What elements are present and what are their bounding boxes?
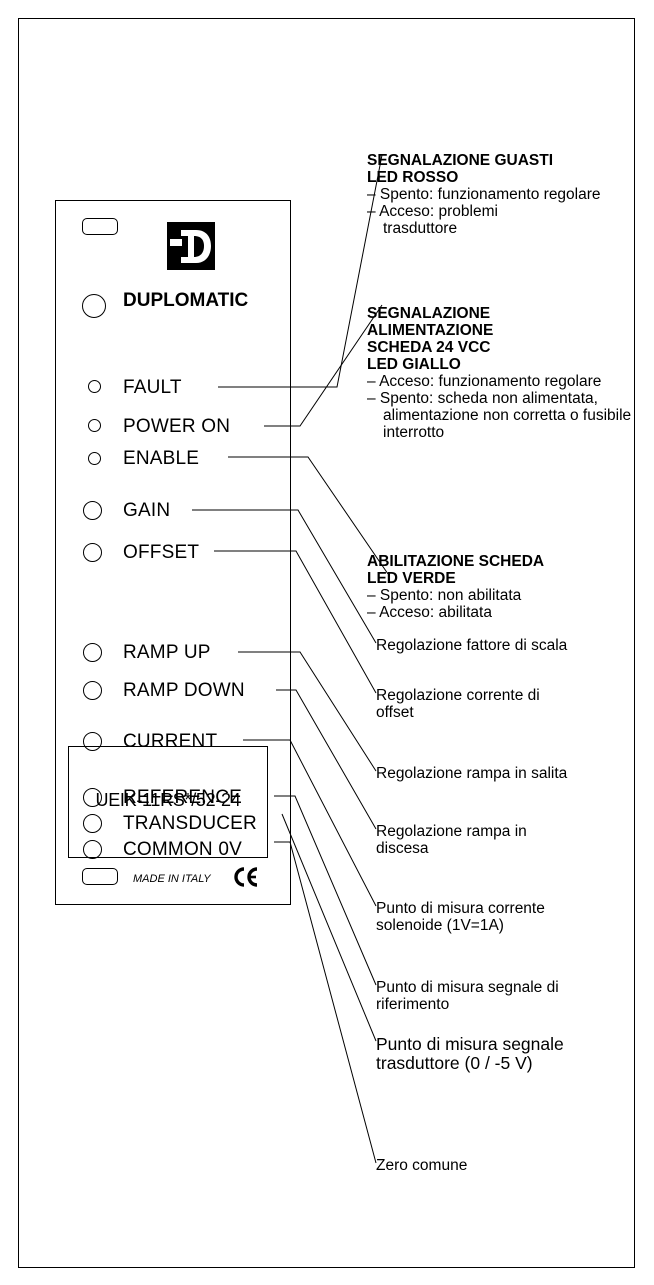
ramp-down-description: Regolazione rampa in discesa [376, 823, 527, 857]
power-note-title-2: ALIMENTAZIONE [367, 322, 494, 339]
current-description: Punto di misura corrente solenoide (1V=1… [376, 900, 545, 934]
leader-enable [228, 456, 389, 575]
enable-led [88, 452, 101, 465]
gain-trimmer[interactable] [83, 501, 102, 520]
fault-note-item-1: – Spento: funzionamento regolare [367, 186, 601, 203]
enable-label: ENABLE [123, 448, 200, 469]
leader-gain [192, 509, 377, 644]
power-note-item-2: – Spento: scheda non alimentata, aliment… [367, 390, 632, 441]
current-test-point[interactable] [83, 732, 102, 751]
ramp-up-label: RAMP UP [123, 642, 211, 663]
power-on-led [88, 419, 101, 432]
offset-trimmer[interactable] [83, 543, 102, 562]
offset-description: Regolazione corrente di offset [376, 687, 540, 721]
offset-label: OFFSET [123, 542, 200, 563]
enable-note-item-2: – Acceso: abilitata [367, 604, 492, 621]
enable-note-title-2: LED VERDE [367, 570, 456, 587]
transducer-test-point[interactable] [83, 814, 102, 833]
leader-ramp-up [238, 651, 377, 772]
fault-note: SEGNALAZIONE GUASTI LED ROSSO – Spento: … [367, 152, 647, 237]
model-box: UEIK-11RS*/52-24 [68, 746, 268, 858]
power-note-title-4: LED GIALLO [367, 356, 461, 373]
ce-mark-icon [234, 867, 258, 887]
ramp-up-trimmer[interactable] [83, 643, 102, 662]
fault-note-title-1: SEGNALAZIONE GUASTI [367, 152, 554, 169]
common-0v-test-point[interactable] [83, 840, 102, 859]
main-indicator [82, 294, 106, 318]
power-note: SEGNALAZIONE ALIMENTAZIONE SCHEDA 24 VCC… [367, 305, 637, 441]
brand-name: DUPLOMATIC [123, 290, 249, 311]
ramp-down-trimmer[interactable] [83, 681, 102, 700]
ramp-down-label: RAMP DOWN [123, 680, 245, 701]
page-frame [18, 18, 635, 1268]
fault-label: FAULT [123, 377, 182, 398]
power-on-label: POWER ON [123, 416, 231, 437]
front-panel [55, 200, 291, 905]
transducer-description: Punto di misura segnale trasduttore (0 /… [376, 1034, 564, 1073]
enable-note: ABILITAZIONE SCHEDA LED VERDE – Spento: … [367, 553, 637, 621]
fault-note-item-2: – Acceso: problemi trasduttore [367, 203, 498, 237]
mounting-slot-bottom [82, 868, 118, 885]
duplomatic-logo [167, 222, 215, 270]
common-0v-label: COMMON 0V [123, 839, 242, 860]
leader-fault [218, 154, 383, 388]
enable-note-item-1: – Spento: non abilitata [367, 587, 522, 604]
gain-label: GAIN [123, 500, 171, 521]
power-note-title-3: SCHEDA 24 VCC [367, 339, 491, 356]
leader-transducer [281, 813, 377, 1042]
power-note-title-1: SEGNALAZIONE [367, 305, 491, 322]
gain-description: Regolazione fattore di scala [376, 637, 568, 654]
leader-ramp-down [276, 689, 377, 830]
transducer-label: TRANSDUCER [123, 813, 257, 834]
made-in-label: MADE IN ITALY [133, 873, 211, 885]
ramp-up-description: Regolazione rampa in salita [376, 765, 568, 782]
reference-label: REFERENCE [123, 787, 242, 808]
reference-test-point[interactable] [83, 788, 102, 807]
leader-power-on [264, 304, 383, 427]
power-note-item-1: – Acceso: funzionamento regolare [367, 373, 602, 390]
leader-offset [214, 550, 377, 694]
common-0v-description: Zero comune [376, 1157, 468, 1174]
model-label: UEIK-11RS*/52-24 [95, 790, 241, 810]
mounting-slot-top [82, 218, 118, 235]
reference-description: Punto di misura segnale di riferimento [376, 979, 559, 1013]
fault-led [88, 380, 101, 393]
enable-note-title-1: ABILITAZIONE SCHEDA [367, 553, 545, 570]
leader-reference [274, 795, 377, 986]
fault-note-title-2: LED ROSSO [367, 169, 459, 186]
